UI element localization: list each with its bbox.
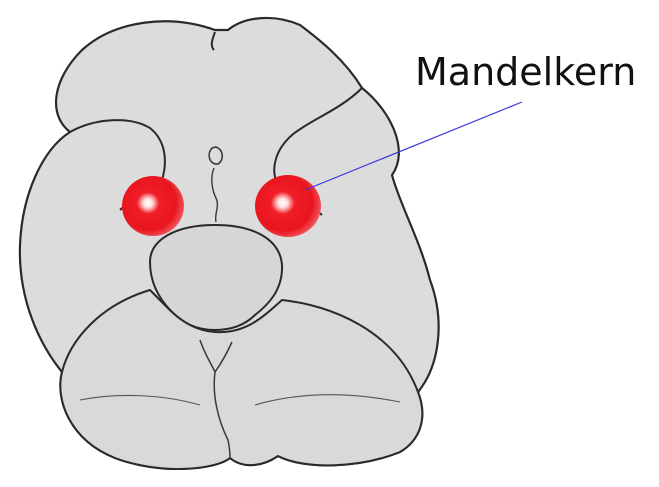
- amygdala-left: [122, 176, 184, 236]
- diagram-label: Mandelkern: [415, 50, 636, 94]
- amygdala-right: [255, 175, 321, 237]
